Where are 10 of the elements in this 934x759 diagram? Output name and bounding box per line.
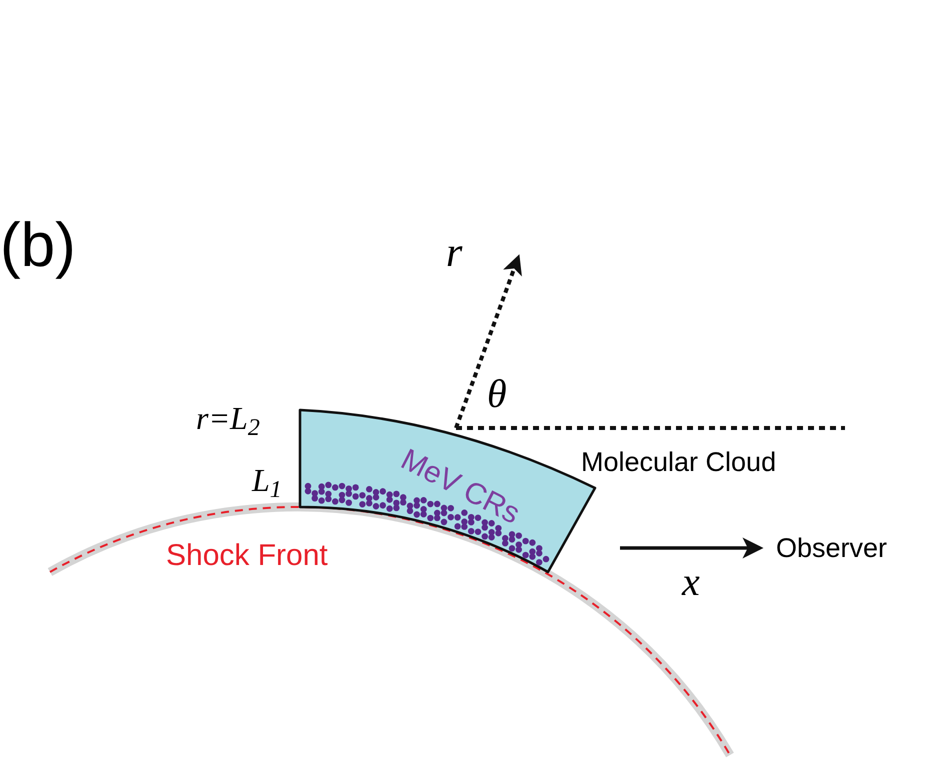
axis-label: x xyxy=(682,562,700,602)
region-caption: Molecular Cloud xyxy=(581,449,776,476)
region-label: MeV CRs xyxy=(396,444,524,530)
axis-label: r xyxy=(446,232,462,274)
shock-front-label: Shock Front xyxy=(166,541,328,571)
angle-label: θ xyxy=(487,374,507,414)
observer-label: Observer xyxy=(776,535,888,562)
panel-label: (b) xyxy=(0,215,76,277)
boundary-label: L$_{1}$ xyxy=(252,464,282,496)
boundary-label: r=L$_{2}$ xyxy=(196,402,260,434)
